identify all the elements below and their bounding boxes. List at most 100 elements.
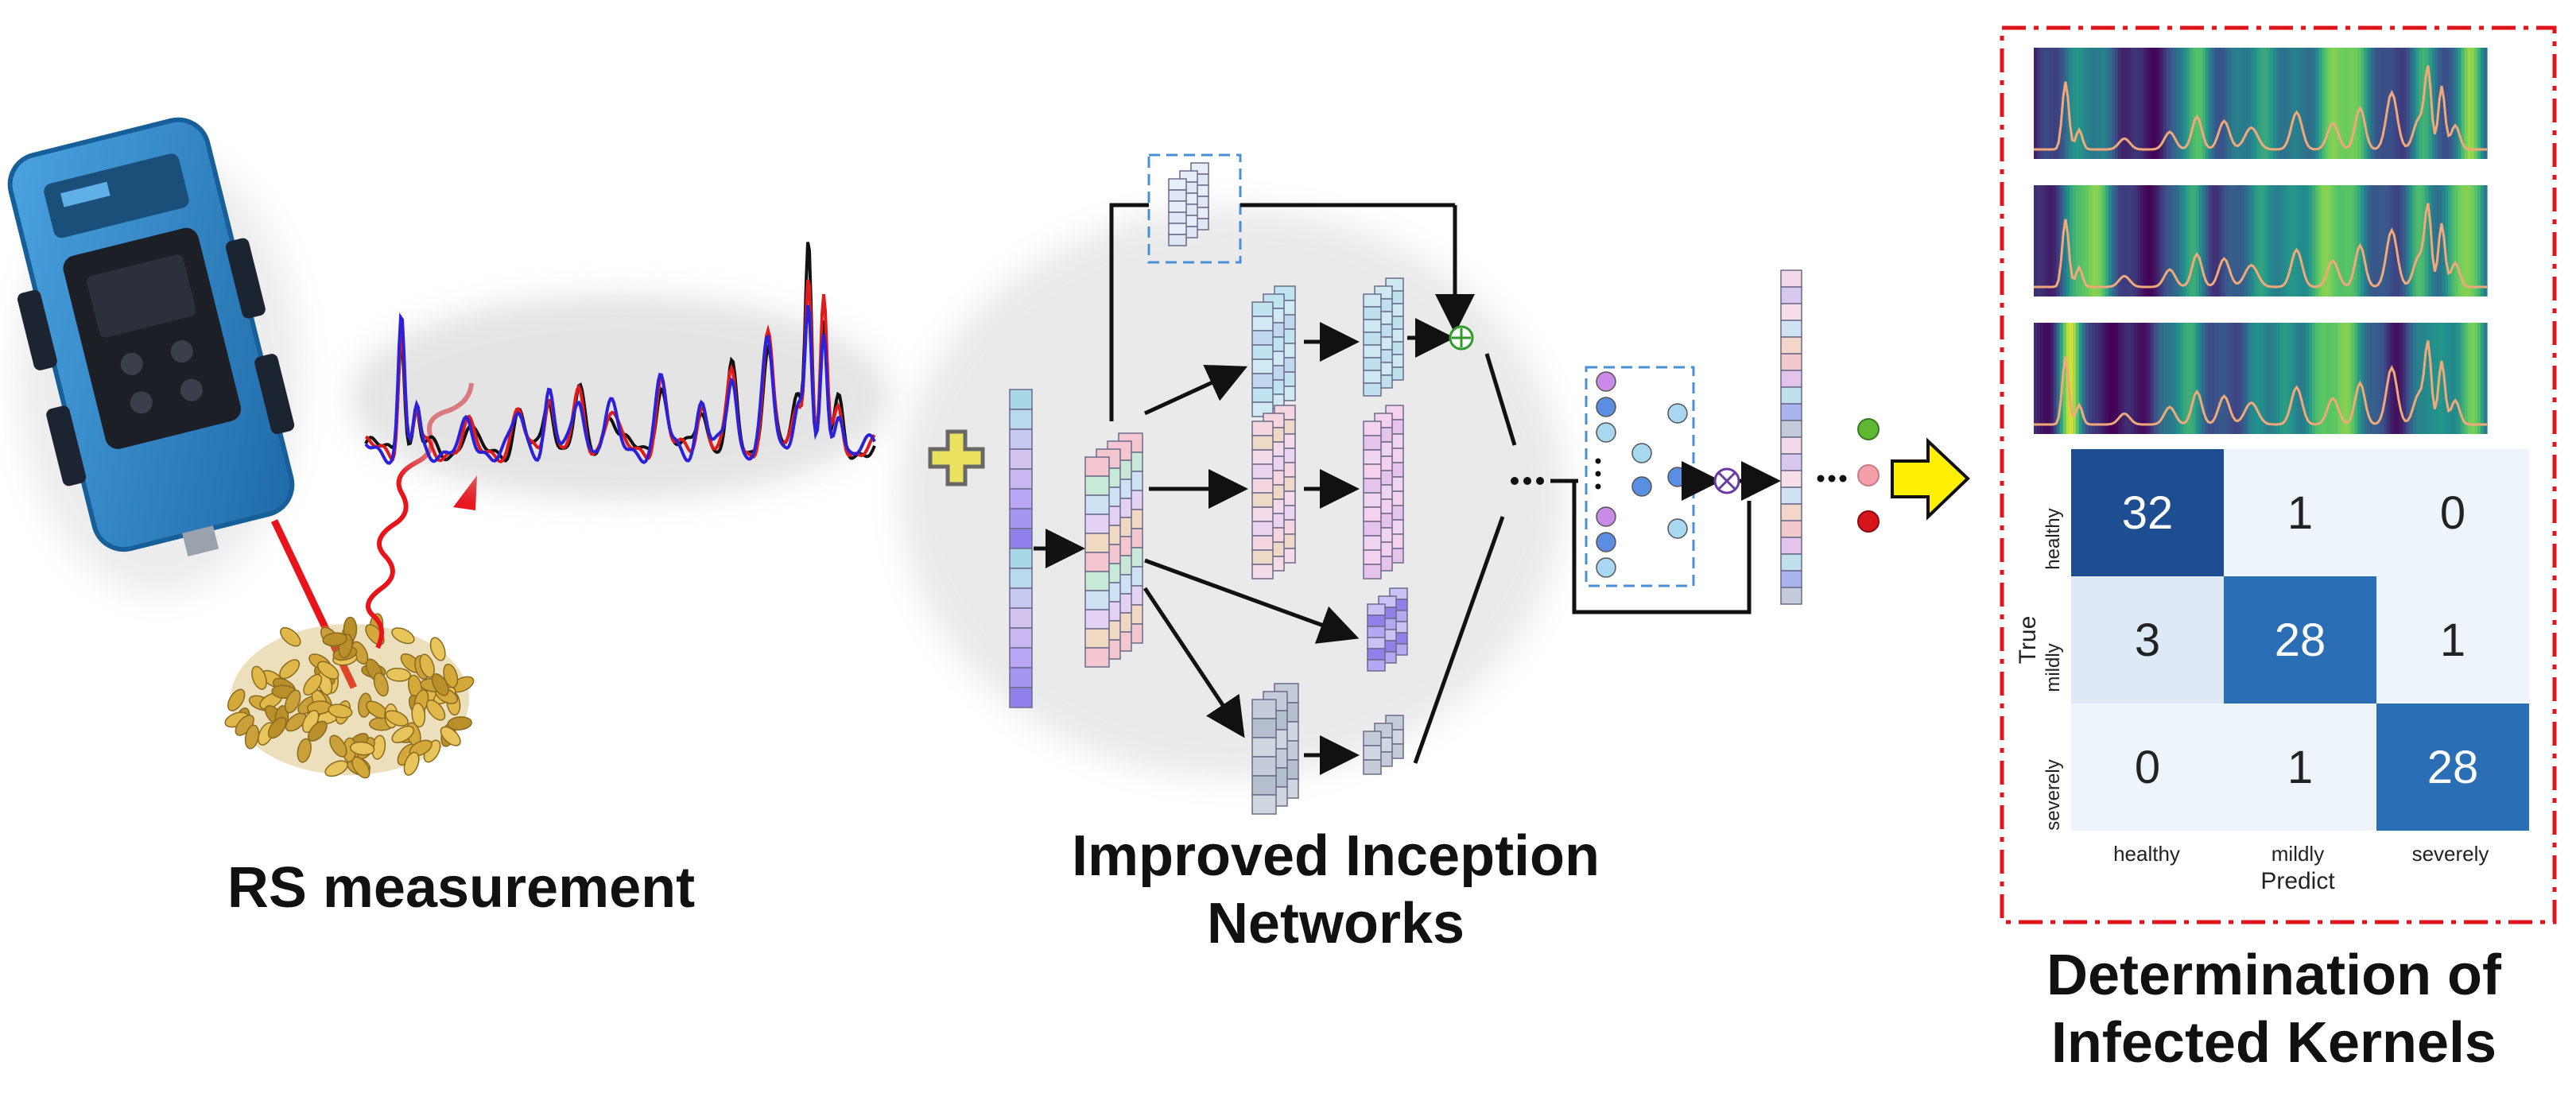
feature-cell [1780, 587, 1802, 605]
concat-line-top [1484, 353, 1517, 446]
heatmap-stripe [2228, 48, 2232, 159]
heatmap-stripe [2176, 323, 2180, 434]
heatmap-stripe [2434, 48, 2439, 159]
kernel [328, 703, 353, 719]
heatmap-stripe [2221, 48, 2225, 159]
feature-cell [1251, 301, 1274, 317]
heatmap-stripe [2328, 323, 2333, 434]
feature-cell [1780, 303, 1802, 321]
arrow-branch-4 [1143, 587, 1245, 738]
heatmap-stripe [2186, 48, 2190, 159]
feature-cell [1363, 549, 1382, 565]
heatmap-stripe [2247, 323, 2252, 434]
heatmap-stripe [2166, 323, 2171, 434]
feature-cell [1009, 468, 1033, 490]
heatmap-stripe [2473, 185, 2478, 297]
heatmap-stripe [2237, 323, 2242, 434]
heatmap-stripe [2357, 48, 2361, 159]
heatmap-stripe [2279, 323, 2284, 434]
heatmap-stripe [2140, 185, 2145, 297]
circled-times-icon-glyph [1717, 471, 1736, 490]
heatmap-stripe [2283, 323, 2287, 434]
heatmap-stripe [2334, 185, 2339, 297]
feature-cell [1251, 699, 1277, 719]
heatmap-stripe [2069, 185, 2074, 297]
raman-spectrometer-device [7, 117, 302, 596]
heatmap-stripe [2137, 185, 2141, 297]
heatmap-stripe [2176, 48, 2180, 159]
heatmap-stripe [2315, 185, 2319, 297]
branch-2-conv-a [1251, 421, 1274, 579]
heatmap-stripe [2098, 185, 2103, 297]
feature-cell [1363, 293, 1382, 308]
heatmap-stripe [2354, 185, 2358, 297]
heatmap-stripe [2295, 48, 2300, 159]
heatmap-stripe [2256, 323, 2261, 434]
heatmap-stripe [2267, 323, 2271, 434]
heatmap-stripe [2101, 48, 2106, 159]
heatmap-stripe [2376, 185, 2381, 297]
branch-3-conv [1367, 603, 1386, 672]
heatmap-stripe [2337, 48, 2342, 159]
heatmap-stripe [2364, 48, 2368, 159]
cm-col-label-severely: severely [2412, 842, 2489, 866]
heatmap-stripe [2244, 48, 2248, 159]
wheat-kernels-sample [224, 613, 475, 779]
feature-cell [1363, 306, 1382, 320]
feature-cell [1168, 223, 1187, 235]
heatmap-stripe [2367, 323, 2372, 434]
heatmap-stripe [2399, 48, 2403, 159]
feature-cell [1084, 514, 1110, 534]
heatmap-stripe [2211, 323, 2216, 434]
heatmap-stripe [2166, 48, 2171, 159]
heatmap-stripe [2357, 323, 2361, 434]
feature-cell [1009, 587, 1033, 609]
kernel [440, 726, 461, 746]
heatmap-stripe [2072, 323, 2077, 434]
feature-cell [1251, 373, 1274, 389]
heatmap-stripe [2331, 185, 2336, 297]
heatmap-stripe [2451, 185, 2455, 297]
ellipsis-dot [1523, 477, 1531, 485]
heatmap-stripe [2483, 323, 2488, 434]
heatmap-stripe [2309, 48, 2313, 159]
arrow-branch-1 [1143, 364, 1248, 416]
heatmap-stripe [2260, 323, 2264, 434]
heatmap-stripe [2253, 185, 2258, 297]
arrow-right-icon [1891, 437, 1970, 521]
heatmap-stripe [2079, 323, 2083, 434]
heatmap-stripe [2412, 48, 2417, 159]
heatmap-stripe [2406, 48, 2410, 159]
feature-cell [1780, 386, 1802, 405]
branch-2-conv-b [1363, 421, 1382, 579]
feature-cell [1251, 421, 1274, 436]
heatmap-stripe [2231, 323, 2236, 434]
feature-cell [1363, 463, 1382, 479]
heatmap-stripe [2286, 323, 2291, 434]
heatmap-stripe [2389, 185, 2394, 297]
cm-cell-value: 28 [2427, 742, 2479, 793]
feature-cell [1363, 319, 1382, 333]
heatmap-stripe [2244, 185, 2248, 297]
heatmap-stripe [2458, 48, 2462, 159]
heatmap-stripe [2140, 48, 2145, 159]
heatmap-stripe [2173, 323, 2177, 434]
heatmap-stripe [2286, 185, 2291, 297]
feature-cell [1251, 387, 1274, 403]
cm-cell [2224, 576, 2376, 703]
heatmap-stripe [2448, 323, 2452, 434]
heatmap-stripe [2406, 323, 2410, 434]
heatmap-stripe [2376, 48, 2381, 159]
heatmap-stripe [2250, 185, 2255, 297]
heatmap-stripe [2040, 185, 2044, 297]
heatmap-stripe [2163, 48, 2167, 159]
heatmap-stripe [2422, 185, 2427, 297]
heatmap-stripe [2205, 323, 2209, 434]
heatmap-stripe [2234, 185, 2239, 297]
attention-ellipsis-dot [1595, 483, 1601, 490]
cm-cell [2224, 449, 2376, 576]
feature-cell [1363, 421, 1382, 436]
feature-cell [1251, 718, 1277, 738]
heatmap-stripe [2170, 48, 2174, 159]
heatmap-stripe [2312, 323, 2316, 434]
